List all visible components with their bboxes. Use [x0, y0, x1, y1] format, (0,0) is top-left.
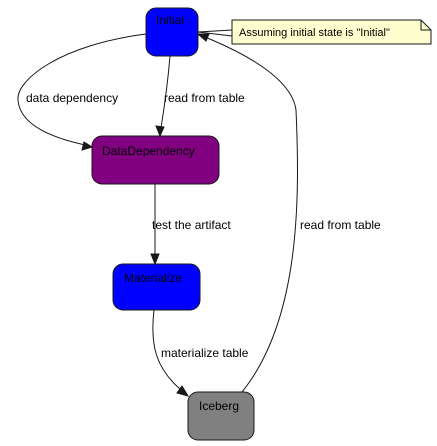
- state-data-dependency[interactable]: DataDependency: [91, 135, 220, 185]
- state-materialize-label: Materialize: [124, 271, 182, 285]
- edge-path: [152, 309, 187, 395]
- edge-iceberg-to-initial: read from table: [196, 33, 381, 393]
- edge-label-read-from-table-1: read from table: [164, 91, 245, 105]
- arrow-head: [81, 141, 94, 151]
- note: Assuming initial state is "Initial": [197, 19, 432, 45]
- note-fold: [420, 20, 431, 31]
- edge-dependency-to-materialize: test the artifact: [150, 184, 231, 266]
- state-iceberg[interactable]: Iceberg: [187, 391, 255, 441]
- state-materialize-box: [112, 263, 201, 311]
- state-initial-box: [145, 7, 199, 57]
- state-iceberg-box: [187, 391, 255, 441]
- note-text: Assuming initial state is "Initial": [239, 27, 390, 39]
- arrow-head: [196, 33, 210, 42]
- state-materialize[interactable]: Materialize: [112, 263, 201, 311]
- state-initial-label: Initial: [156, 13, 184, 27]
- edge-path: [17, 33, 147, 147]
- edge-materialize-to-iceberg: materialize table: [152, 309, 249, 397]
- edge-initial-to-dependency-read: read from table: [155, 55, 245, 138]
- edge-label-read-from-table-2: read from table: [300, 218, 381, 232]
- edge-label-data-dependency: data dependency: [26, 91, 118, 105]
- edge-path: [199, 34, 298, 393]
- note-connector: [197, 29, 233, 33]
- state-data-dependency-label: DataDependency: [102, 144, 195, 158]
- edge-label-materialize-table: materialize table: [161, 346, 249, 360]
- arrow-head: [155, 125, 165, 138]
- note-box: [231, 19, 432, 45]
- edge-initial-to-dependency-data: data dependency: [17, 33, 147, 151]
- state-iceberg-label: Iceberg: [199, 399, 239, 413]
- arrow-head: [150, 253, 160, 266]
- edge-label-test-the-artifact: test the artifact: [152, 218, 231, 232]
- state-initial[interactable]: Initial: [145, 7, 199, 57]
- arrow-head: [176, 385, 190, 397]
- note-connector-lower: [197, 31, 233, 37]
